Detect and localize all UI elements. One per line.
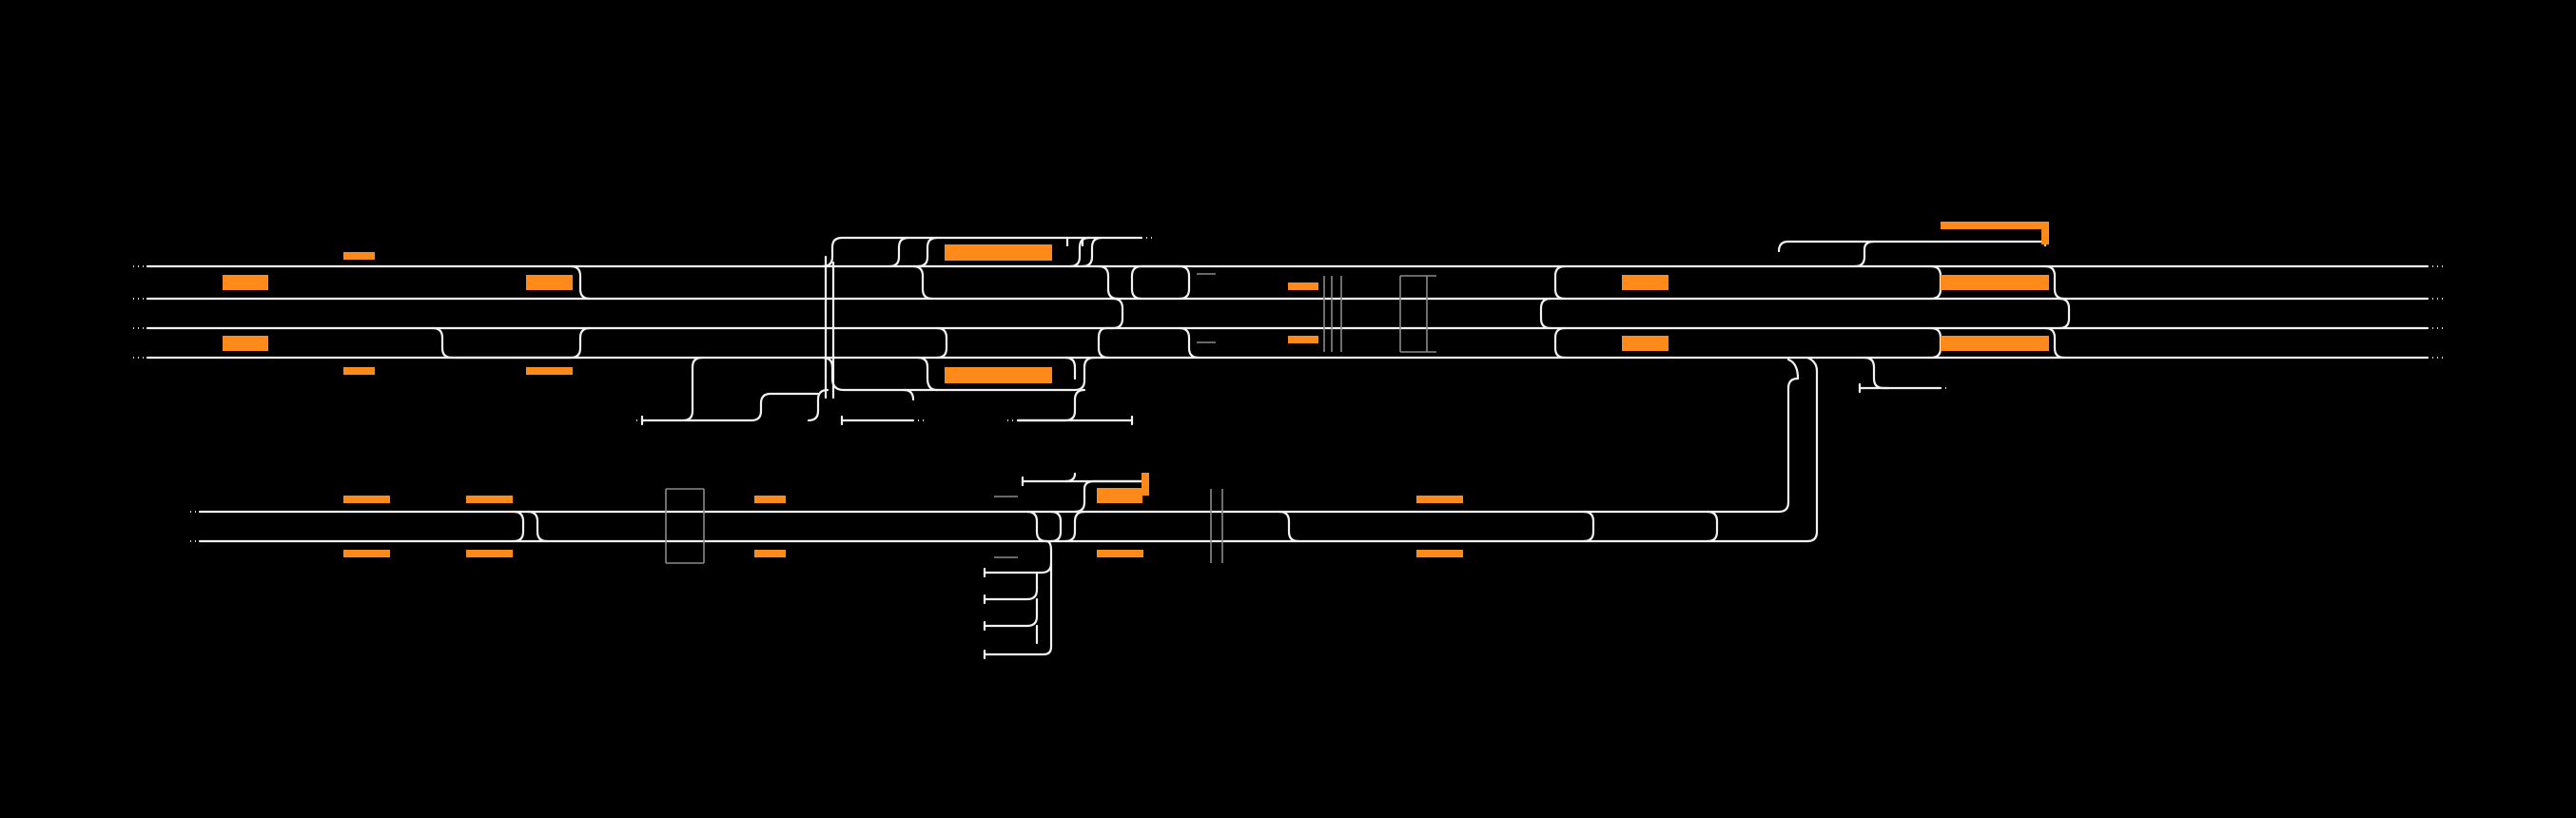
lower-crossover-8 — [1706, 510, 1719, 543]
signal-bracket-6 — [994, 496, 1018, 558]
platform-lower-8 — [1097, 550, 1143, 557]
southern-loop-2 — [916, 356, 939, 392]
lower-crossover-3 — [1025, 510, 1048, 543]
platform-central-south — [945, 367, 1052, 383]
eastern-connection — [1777, 236, 2047, 543]
platform-lower-9 — [1416, 496, 1463, 503]
platform-west-2 — [223, 336, 268, 351]
platform-east-3 — [1941, 275, 2049, 290]
platform-mid-1 — [1288, 282, 1318, 290]
northern-loop-track — [821, 236, 1143, 268]
platform-lower-5 — [754, 496, 786, 503]
platform-lower-2 — [343, 550, 390, 557]
upper-crossovers — [431, 264, 2071, 360]
platform-west-4 — [343, 367, 375, 375]
lower-crossover-4 — [1049, 510, 1063, 543]
platform-lower-4 — [466, 550, 513, 557]
crossover-upper-mid-5 — [1178, 326, 1200, 360]
crossover-upper-mid-3 — [1097, 297, 1124, 360]
north-spur — [1777, 240, 2047, 253]
eastern-connection-3 — [1786, 358, 1800, 380]
platform-lower-1 — [343, 496, 390, 503]
lower-crossover-5 — [1064, 510, 1086, 543]
crossover-upper-east-1 — [1539, 297, 1552, 330]
southern-bay-to-siding — [807, 388, 829, 422]
lower-crossover-1 — [512, 510, 525, 543]
platform-lower-7 — [1097, 488, 1142, 503]
eastern-connection-1 — [1777, 377, 1800, 514]
crossover-upper-east-7 — [1929, 326, 1942, 360]
lower-crossovers — [512, 472, 1719, 543]
signal-bracket-2 — [1323, 276, 1342, 352]
northern-bay-3 — [1068, 236, 1091, 268]
signal-bracket-3 — [1399, 275, 1436, 353]
western-siding-mid — [683, 392, 820, 422]
lower-crossover-6 — [1278, 510, 1300, 543]
platform-west-5 — [526, 275, 573, 290]
crossover-upper-east-4 — [1929, 264, 1942, 301]
crossover-upper-east-3 — [1553, 326, 1567, 360]
north-spur-2 — [1853, 240, 1876, 268]
southern-loop-3 — [1064, 356, 1077, 380]
upper-main-lines — [133, 264, 2445, 360]
platform-east-1 — [1622, 275, 1669, 290]
platform-west-6 — [526, 367, 573, 375]
south-yard-road-1 — [983, 561, 1053, 575]
crossover-upper-west-1 — [569, 264, 592, 301]
central-siding-south-3 — [1016, 388, 1086, 422]
platform-east-north-bay — [1941, 222, 2047, 229]
southern-loop-track — [821, 356, 1096, 392]
eastern-connection-2 — [1805, 356, 1819, 543]
platform-central-north — [945, 244, 1052, 261]
signal-bracket-4 — [665, 488, 705, 564]
signal-bracket-5 — [1210, 489, 1223, 563]
northern-bay-4 — [1081, 236, 1103, 268]
platform-lower-10 — [1416, 550, 1463, 557]
platforms — [223, 222, 2049, 557]
platform-west-3 — [343, 252, 375, 260]
northern-bay-1 — [888, 236, 910, 268]
south-yard-road-3 — [983, 597, 1039, 628]
northern-loop — [821, 236, 1153, 268]
crossover-upper-east-2 — [1553, 264, 1567, 301]
crossover-upper-mid-4 — [935, 326, 948, 360]
crossover-upper-east-8 — [2043, 326, 2066, 360]
lower-crossover-2 — [526, 510, 549, 543]
crossover-upper-east-6 — [2058, 297, 2071, 330]
lower-main-lines — [190, 510, 1809, 543]
crossover-upper-mid-1 — [911, 264, 934, 301]
south-yard — [983, 539, 1053, 660]
crossover-upper-mid-2 — [1097, 264, 1120, 301]
platform-east-4 — [1941, 336, 2049, 351]
crossover-upper-west-2 — [431, 326, 592, 360]
signal-bracket-1 — [1197, 273, 1216, 343]
platform-east-north-bay-end — [2041, 222, 2049, 244]
central-link — [824, 255, 835, 399]
western-siding-long — [640, 356, 704, 422]
platform-lower-6 — [754, 550, 786, 557]
platform-mid-2 — [1288, 336, 1318, 343]
central-siding-south-2 — [902, 388, 915, 401]
platform-east-2 — [1622, 336, 1669, 351]
southern-loop — [633, 356, 1134, 426]
lower-north-siding-3 — [1064, 472, 1077, 483]
crossover-upper-mid-6 — [1130, 264, 1191, 301]
south-yard-lead — [983, 539, 1053, 656]
signal-structures — [665, 273, 1436, 564]
platform-lower-3 — [466, 496, 513, 503]
lower-crossover-7 — [1582, 510, 1595, 543]
platform-lower-7-end — [1142, 473, 1149, 496]
south-yard-road-2 — [983, 571, 1039, 601]
south-spur — [1863, 356, 1942, 390]
northern-bay-2 — [916, 236, 939, 268]
platform-west-1 — [223, 275, 268, 290]
